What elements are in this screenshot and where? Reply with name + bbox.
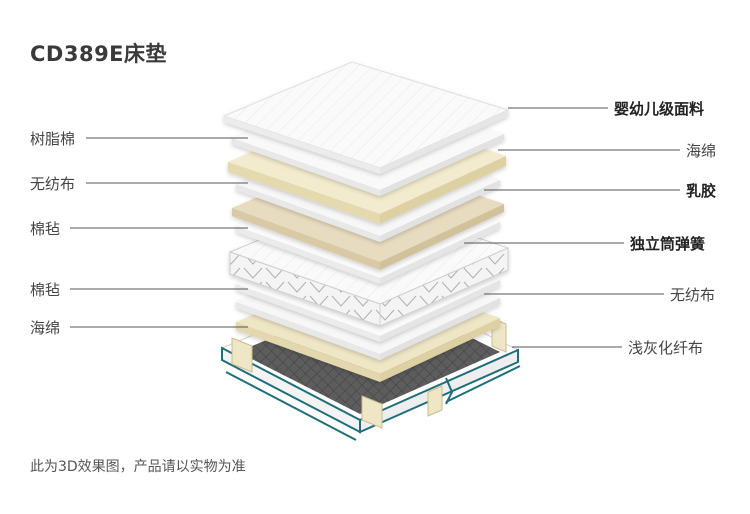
label-felt-lower: 棉毡 [30,281,61,299]
label-nonwoven-left: 无纺布 [30,175,76,193]
label-sponge-left: 海绵 [30,319,61,337]
page-title: CD389E床垫 [30,42,168,66]
label-sponge-right: 海绵 [686,142,717,160]
label-latex: 乳胶 [686,182,717,200]
layer-top-fabric [222,61,510,174]
right-leader-lines [464,107,680,348]
label-infant-fabric: 婴幼儿级面料 [614,100,705,118]
label-felt-upper: 棉毡 [30,220,61,238]
label-nonwoven-right: 无纺布 [670,286,716,304]
left-leader-lines [70,137,248,328]
label-grey-fiber-cloth: 浅灰化纤布 [628,339,704,357]
label-pocket-spring: 独立筒弹簧 [630,235,706,253]
disclaimer-footer: 此为3D效果图，产品请以实物为准 [30,459,246,475]
label-resin-cotton: 树脂棉 [30,130,76,148]
